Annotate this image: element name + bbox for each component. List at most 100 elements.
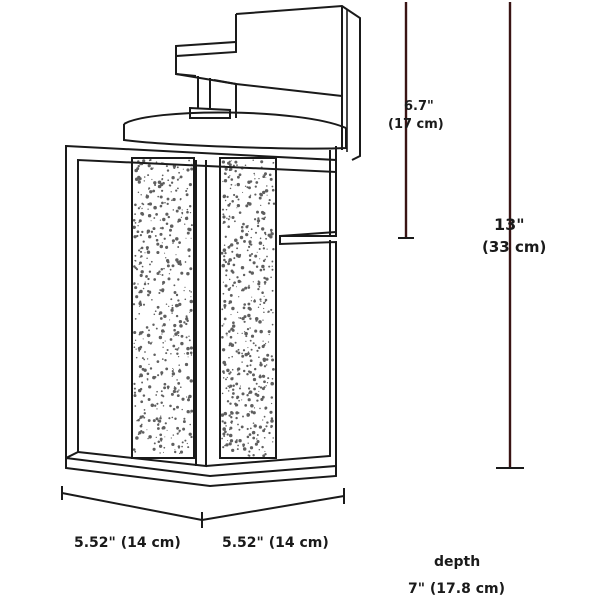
glass-speck [269, 410, 273, 414]
glass-speck [272, 437, 274, 439]
glass-speck [248, 284, 250, 287]
glass-speck [247, 286, 251, 289]
glass-speck [265, 364, 268, 366]
glass-speck [237, 423, 239, 426]
glass-speck [157, 195, 160, 198]
glass-speck [138, 249, 141, 252]
glass-speck [253, 424, 257, 428]
glass-speck [255, 382, 258, 385]
glass-speck [156, 408, 158, 410]
glass-speck [225, 443, 229, 447]
glass-speck [176, 260, 180, 264]
glass-speck [167, 277, 171, 281]
glass-speck [246, 249, 249, 252]
glass-speck [177, 299, 180, 302]
glass-speck [270, 276, 272, 279]
glass-speck [262, 359, 266, 363]
glass-speck [137, 191, 140, 194]
glass-speck [221, 437, 223, 440]
glass-speck [260, 397, 264, 401]
glass-speck [227, 440, 229, 442]
glass-speck [175, 189, 178, 192]
glass-speck [134, 266, 137, 270]
glass-speck [156, 250, 160, 255]
glass-speck [170, 308, 174, 312]
glass-speck [164, 340, 166, 342]
glass-speck [139, 248, 141, 250]
glass-speck [260, 166, 263, 169]
glass-speck [263, 231, 267, 235]
glass-speck [166, 264, 170, 268]
glass-speck [246, 372, 249, 376]
glass-speck [135, 348, 137, 350]
glass-speck [141, 265, 144, 268]
glass-speck [172, 209, 175, 211]
glass-speck [256, 399, 259, 402]
glass-speck [134, 318, 137, 320]
glass-speck [172, 407, 176, 411]
glass-speck [189, 267, 193, 271]
glass-speck [244, 286, 248, 290]
glass-speck [263, 280, 267, 284]
glass-speck [232, 164, 235, 167]
glass-speck [230, 178, 234, 181]
glass-speck [248, 254, 252, 257]
glass-speck [147, 208, 149, 210]
glass-speck [163, 382, 167, 386]
glass-speck [188, 183, 192, 187]
glass-speck [159, 219, 161, 221]
total-height-metric: (33 cm) [482, 238, 546, 256]
glass-speck [246, 364, 249, 368]
glass-speck [134, 450, 137, 453]
glass-speck [270, 355, 273, 358]
glass-speck [158, 291, 161, 295]
glass-speck [176, 432, 179, 435]
glass-speck [224, 430, 227, 434]
glass-speck [179, 450, 184, 454]
glass-speck [166, 169, 170, 172]
glass-speck [230, 422, 233, 424]
glass-speck [156, 402, 159, 405]
glass-speck [133, 235, 137, 239]
glass-speck [227, 385, 230, 388]
glass-speck [223, 411, 228, 416]
glass-speck [251, 430, 256, 435]
glass-speck [230, 413, 232, 415]
glass-speck [171, 304, 173, 307]
glass-speck [186, 231, 190, 235]
glass-speck [139, 206, 141, 208]
glass-speck [175, 314, 179, 318]
glass-speck [231, 328, 235, 332]
glass-speck [247, 398, 251, 402]
glass-speck [259, 329, 263, 334]
glass-speck [272, 368, 275, 371]
glass-speck [180, 341, 184, 346]
glass-speck [236, 395, 240, 399]
glass-speck [172, 434, 175, 436]
glass-speck [189, 346, 193, 350]
glass-speck [161, 179, 163, 181]
glass-speck [149, 342, 153, 345]
glass-speck [160, 401, 163, 404]
glass-speck [150, 403, 155, 408]
glass-speck [155, 417, 159, 421]
glass-speck [173, 387, 177, 390]
glass-speck [155, 327, 158, 330]
glass-speck [149, 263, 151, 266]
glass-speck [186, 168, 190, 172]
glass-speck [262, 429, 266, 433]
glass-speck [186, 319, 189, 323]
glass-speck [183, 353, 185, 355]
glass-speck [167, 179, 170, 182]
glass-speck [247, 245, 251, 249]
glass-speck [270, 381, 274, 386]
glass-speck [237, 175, 240, 179]
glass-speck [237, 372, 241, 376]
glass-speck [269, 228, 273, 232]
glass-speck [171, 312, 173, 314]
width-right-label: 5.52" (14 cm) [222, 535, 329, 551]
glass-speck [168, 228, 173, 232]
glass-speck [228, 356, 230, 359]
glass-speck [142, 394, 146, 397]
glass-speck [255, 265, 259, 268]
